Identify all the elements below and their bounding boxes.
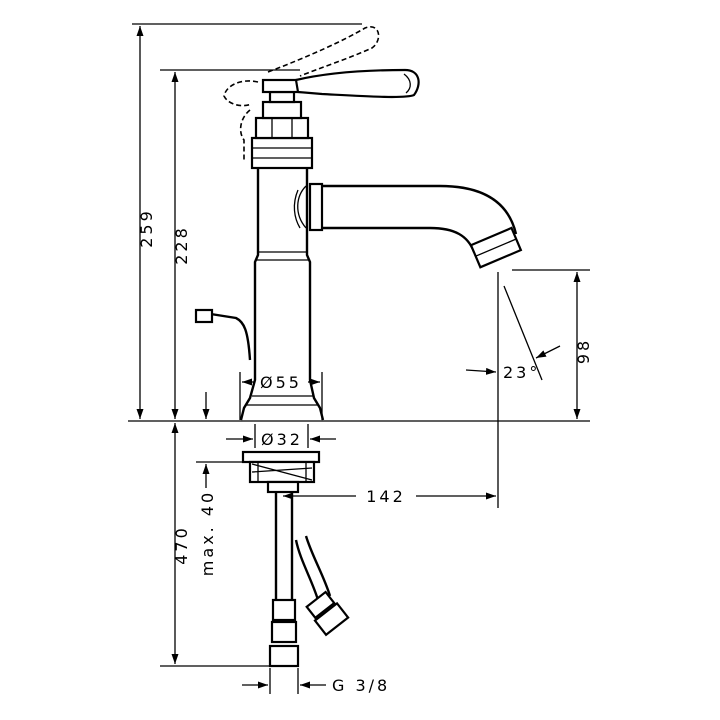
dimension-overall-height <box>132 23 362 419</box>
dimension-spout-angle <box>465 272 561 508</box>
dimension-hole-diameter <box>226 424 336 448</box>
label-spout-angle: 23° <box>503 363 540 382</box>
dimension-body-height <box>160 69 300 419</box>
label-hose-length: 470 <box>172 525 191 565</box>
label-hole-diameter: Ø32 <box>261 430 303 449</box>
dimension-max-counter <box>196 392 250 488</box>
label-spout-reach: 142 <box>366 487 406 506</box>
label-connection-thread: G 3/8 <box>332 676 390 695</box>
spout <box>293 182 523 269</box>
dimension-spout-height <box>512 269 590 419</box>
label-max-counter: max. 40 <box>198 490 217 576</box>
dimension-body-diameter <box>239 372 323 420</box>
label-body-height: 228 <box>172 225 191 265</box>
lever-handle <box>294 68 420 99</box>
dimension-hose-length <box>160 423 272 667</box>
label-spout-height: 98 <box>574 338 593 364</box>
lever-handle-alternate-position <box>223 26 380 160</box>
label-overall-height: 259 <box>137 208 156 248</box>
mounting-assembly <box>241 450 350 668</box>
label-body-diameter: Ø55 <box>260 373 302 392</box>
pop-up-rod <box>194 308 252 361</box>
dimension-connection-thread <box>242 668 326 694</box>
faucet-body <box>239 78 325 421</box>
